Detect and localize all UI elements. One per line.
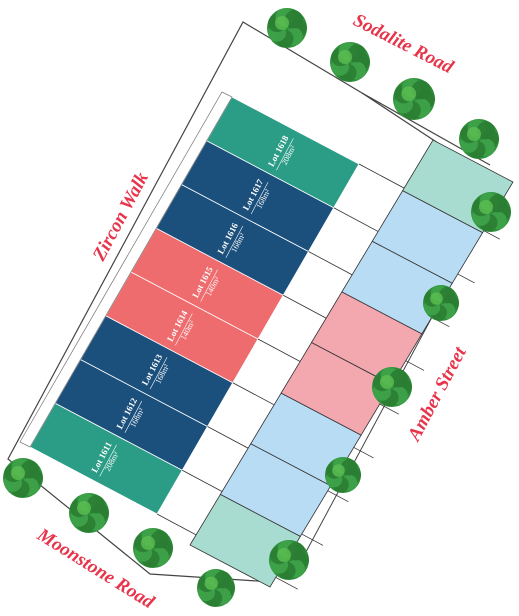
verge-strip	[19, 91, 233, 448]
trees-group	[3, 8, 511, 607]
tree-icon	[471, 192, 511, 232]
tree-icon	[69, 493, 109, 533]
tree-icon	[197, 569, 235, 607]
tree-icon	[423, 285, 459, 321]
tree-icon	[393, 78, 435, 120]
lot-1611-divider	[99, 444, 117, 477]
tree-icon	[325, 457, 361, 493]
tree-icon	[372, 367, 412, 407]
lot-1614-divider	[175, 313, 193, 346]
street-label-amber: Amber Street	[403, 343, 471, 445]
tree-icon	[269, 540, 309, 580]
opposite-lots-group	[189, 139, 514, 588]
lot-1617-divider	[250, 182, 269, 215]
lot-1618-divider	[276, 138, 294, 171]
tree-icon	[3, 458, 43, 498]
tree-icon	[133, 528, 173, 568]
lot-1616-divider	[225, 225, 244, 258]
lot-1612-divider	[124, 400, 143, 433]
tree-icon	[330, 42, 370, 82]
tree-icon	[267, 8, 307, 48]
tree-icon	[459, 119, 499, 159]
lot-1615-divider	[200, 269, 218, 302]
lot-1613-divider	[149, 357, 168, 390]
